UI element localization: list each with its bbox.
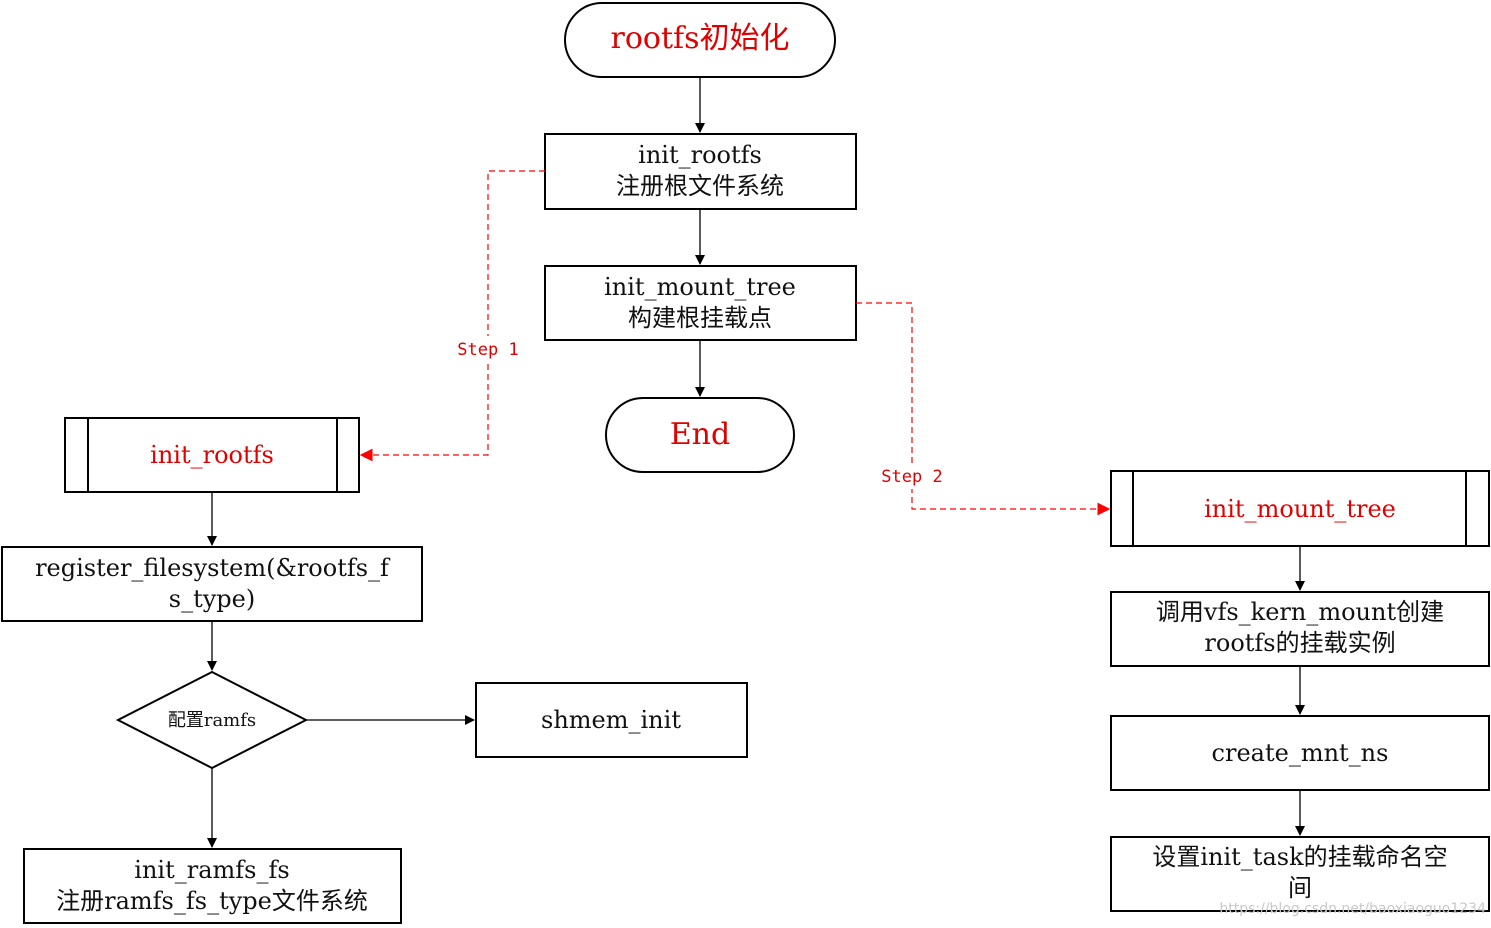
config-ramfs-label: 配置ramfs bbox=[168, 710, 256, 731]
watermark: https://blog.csdn.net/baoxiaoguo1234 bbox=[1219, 901, 1486, 917]
init-mount-tree-name: init_mount_tree bbox=[604, 273, 796, 301]
step1-connector bbox=[359, 170, 545, 462]
vfs-kern-mount-line1: 调用vfs_kern_mount创建 bbox=[1156, 598, 1444, 626]
step2-label-bg bbox=[876, 463, 948, 489]
start-label: rootfs初始化 bbox=[610, 21, 789, 56]
init-rootfs-box bbox=[544, 133, 857, 210]
create-mnt-ns-box bbox=[1110, 715, 1490, 791]
end-terminator bbox=[605, 397, 795, 473]
register-filesystem-box bbox=[1, 546, 423, 622]
end-label: End bbox=[670, 417, 730, 452]
set-mount-namespace-box bbox=[1110, 836, 1490, 912]
step1-label: Step 1 bbox=[457, 340, 518, 360]
left-subprocess-box bbox=[64, 417, 360, 493]
init-ramfs-fs-desc: 注册ramfs_fs_type文件系统 bbox=[56, 887, 368, 915]
register-filesystem-line1: register_filesystem(&rootfs_f bbox=[35, 554, 391, 582]
step2-label: Step 2 bbox=[881, 467, 942, 487]
right-subprocess-title: init_mount_tree bbox=[1204, 495, 1396, 523]
vfs-kern-mount-line2: rootfs的挂载实例 bbox=[1204, 629, 1395, 657]
shmem-init-box bbox=[475, 682, 748, 758]
right-subprocess-box bbox=[1110, 470, 1490, 547]
register-filesystem-line2: s_type) bbox=[169, 585, 255, 613]
step2-connector bbox=[856, 302, 1111, 516]
init-ramfs-fs-name: init_ramfs_fs bbox=[134, 856, 289, 884]
shmem-init-label: shmem_init bbox=[541, 706, 681, 734]
vfs-kern-mount-box bbox=[1110, 591, 1490, 667]
set-mount-namespace-line1: 设置init_task的挂载命名空 bbox=[1152, 843, 1447, 871]
set-mount-namespace-line2: 间 bbox=[1288, 874, 1312, 902]
create-mnt-ns-label: create_mnt_ns bbox=[1212, 739, 1389, 767]
step1-label-bg bbox=[452, 336, 524, 362]
init-mount-tree-desc: 构建根挂载点 bbox=[628, 304, 772, 332]
left-subprocess-title: init_rootfs bbox=[150, 441, 274, 469]
init-rootfs-desc: 注册根文件系统 bbox=[616, 172, 784, 200]
init-ramfs-fs-box bbox=[23, 848, 402, 924]
init-rootfs-name: init_rootfs bbox=[638, 141, 762, 169]
